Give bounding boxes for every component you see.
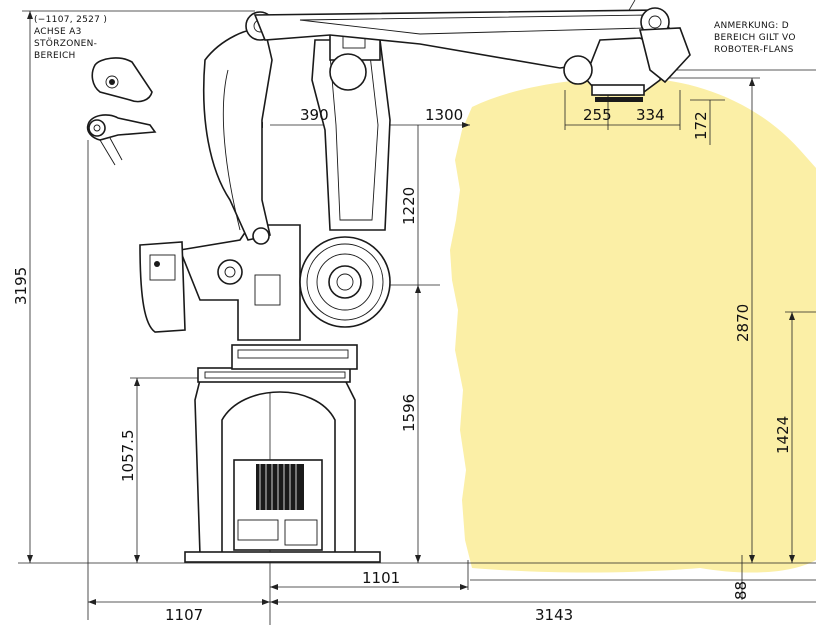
labels: (−1107, 2527 ) ACHSE A3 STÖRZONEN- BEREI…: [12, 15, 796, 624]
anmerkung-line1: ANMERKUNG: D: [714, 21, 789, 31]
dim-3195: 3195: [12, 267, 30, 305]
dim-390: 390: [300, 106, 329, 124]
dim-172: 172: [692, 111, 710, 140]
dim-1424: 1424: [774, 416, 792, 454]
dim-1300: 1300: [425, 106, 463, 124]
dim-1101: 1101: [362, 569, 400, 587]
dim-255: 255: [583, 106, 612, 124]
robot-structure: [139, 7, 691, 563]
anmerkung-line3: ROBOTER-FLANS: [714, 45, 794, 55]
anmerkung-line2: BEREICH GILT VO: [714, 33, 796, 43]
a3-coordinate: (−1107, 2527 ): [34, 15, 107, 25]
work-envelope-area: [450, 77, 816, 573]
a3-interference-detail: [86, 57, 157, 166]
dim-2870: 2870: [734, 304, 752, 342]
dim-3143: 3143: [535, 606, 573, 624]
dim-1220: 1220: [400, 187, 418, 225]
dim-1596: 1596: [400, 394, 418, 432]
a3-label-line3: BEREICH: [34, 51, 76, 61]
a3-label-line1: ACHSE A3: [34, 27, 82, 37]
a3-label-line2: STÖRZONEN-: [34, 38, 97, 49]
dim-1107: 1107: [165, 606, 203, 624]
dim-88: 88: [732, 581, 750, 600]
dim-334: 334: [636, 106, 665, 124]
dim-1057-5: 1057.5: [119, 430, 137, 483]
